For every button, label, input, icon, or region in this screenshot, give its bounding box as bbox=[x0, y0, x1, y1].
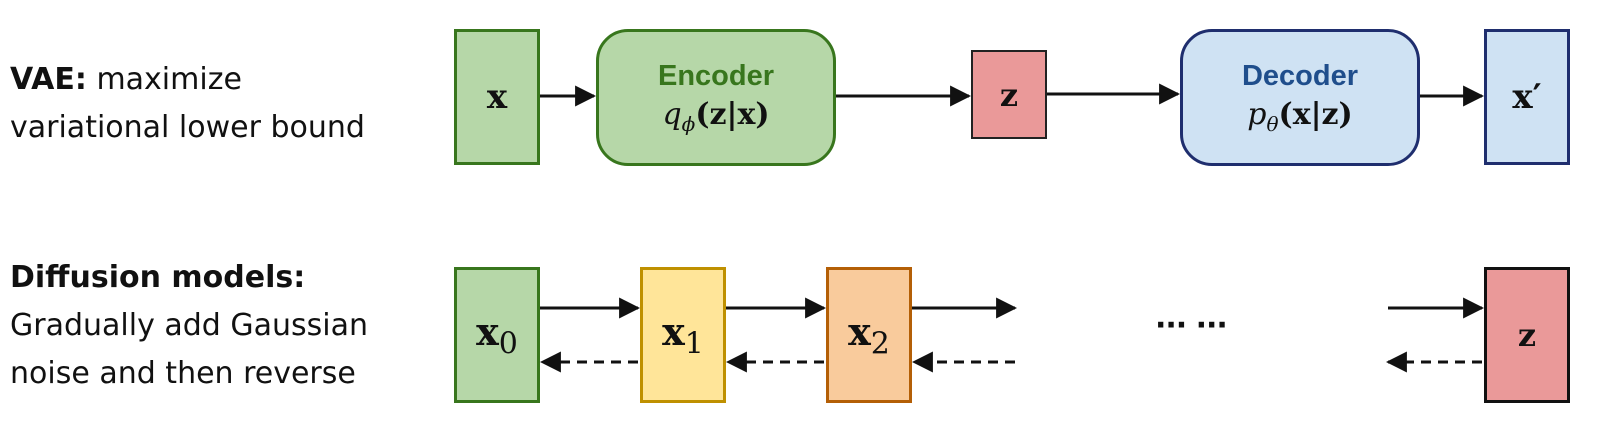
steps-ellipsis: ··· ··· bbox=[1155, 308, 1228, 343]
output-xprime-symbol: x′ bbox=[1512, 77, 1542, 117]
encoder-box: Encoder qϕ(z|x) bbox=[596, 29, 836, 166]
vae-subtitle-line2: variational lower bound bbox=[10, 110, 365, 145]
input-x-box: x bbox=[454, 29, 540, 165]
vae-description: VAE: maximize variational lower bound bbox=[10, 56, 365, 152]
diffusion-desc-line1: Gradually add Gaussian bbox=[10, 308, 369, 343]
vae-subtitle-line1: maximize bbox=[96, 62, 242, 97]
diffusion-step-x0-box: x0 bbox=[454, 267, 540, 403]
step-x1-symbol: x1 bbox=[662, 308, 704, 362]
output-xprime-box: x′ bbox=[1484, 29, 1570, 165]
latent-z-box: z bbox=[971, 50, 1047, 139]
step-x2-symbol: x2 bbox=[848, 308, 890, 362]
diffusion-final-z-box: z bbox=[1484, 267, 1570, 403]
step-x0-symbol: x0 bbox=[476, 308, 518, 362]
decoder-label: Decoder bbox=[1241, 59, 1359, 92]
diffusion-title: Diffusion models: bbox=[10, 260, 306, 295]
diffusion-step-x2-box: x2 bbox=[826, 267, 912, 403]
vae-title: VAE: bbox=[10, 62, 87, 97]
input-x-symbol: x bbox=[486, 77, 508, 117]
decoder-formula: pθ(x|z) bbox=[1247, 96, 1353, 136]
diffusion-step-x1-box: x1 bbox=[640, 267, 726, 403]
diffusion-description: Diffusion models: Gradually add Gaussian… bbox=[10, 254, 368, 398]
latent-z-symbol: z bbox=[999, 75, 1019, 114]
final-z-symbol: z bbox=[1517, 316, 1537, 354]
decoder-box: Decoder pθ(x|z) bbox=[1180, 29, 1420, 166]
diffusion-desc-line2: noise and then reverse bbox=[10, 356, 356, 391]
encoder-label: Encoder bbox=[657, 59, 775, 92]
encoder-formula: qϕ(z|x) bbox=[662, 96, 770, 136]
